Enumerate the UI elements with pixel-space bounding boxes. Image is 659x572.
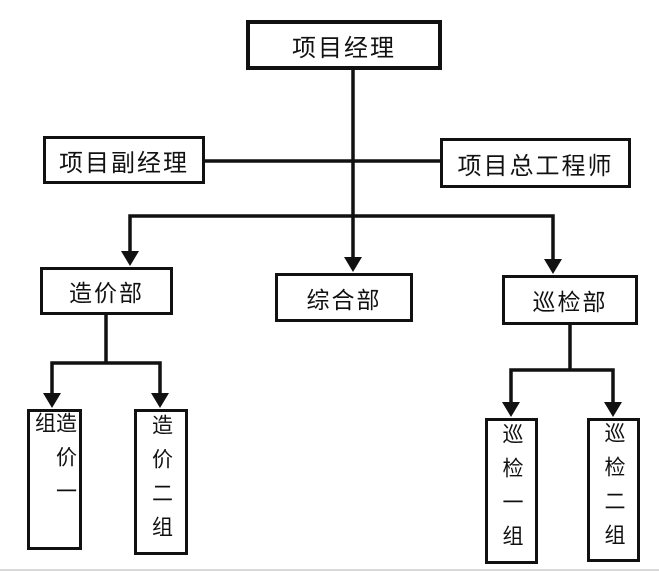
arrowhead-inspection-group-1-icon (502, 402, 520, 417)
connector-inspection-rail (509, 368, 615, 403)
node-deputy-project-manager: 项目副经理 (43, 136, 205, 184)
node-inspection-group-1: 巡检一组 (485, 418, 538, 564)
node-cost-group-1-label: 造价一组 (32, 412, 77, 514)
node-general-department: 综合部 (275, 273, 413, 322)
node-cost-department-label: 造价部 (69, 280, 144, 306)
node-project-manager-label: 项目经理 (292, 34, 396, 62)
arrowhead-inspection-department-icon (544, 259, 562, 274)
node-cost-group-2: 造价二组 (134, 409, 188, 555)
connector-department-rail (128, 214, 555, 260)
node-deputy-project-manager-label: 项目副经理 (59, 149, 189, 177)
node-chief-engineer-label: 项目总工程师 (457, 152, 614, 180)
arrowhead-cost-department-icon (121, 251, 139, 266)
arrowhead-inspection-group-2-icon (604, 402, 622, 417)
node-chief-engineer: 项目总工程师 (440, 138, 631, 188)
connector-cost-rail (50, 361, 162, 394)
arrowhead-cost-group-2-icon (151, 393, 169, 408)
node-inspection-department-label: 巡检部 (532, 289, 608, 315)
node-inspection-group-2-label: 巡检二组 (602, 422, 625, 558)
arrowhead-cost-group-1-icon (43, 393, 61, 408)
node-cost-department: 造价部 (40, 267, 173, 315)
node-inspection-group-2: 巡检二组 (587, 418, 640, 562)
arrowhead-general-department-icon (344, 257, 362, 272)
node-cost-group-1: 造价一组 (27, 409, 82, 550)
node-inspection-department: 巡检部 (502, 275, 638, 325)
image-bottom-edge (0, 569, 659, 571)
node-cost-group-2-label: 造价二组 (149, 414, 173, 550)
node-inspection-group-1-label: 巡检一组 (500, 423, 523, 559)
node-general-department-label: 综合部 (306, 286, 382, 313)
node-project-manager: 项目经理 (246, 20, 442, 70)
